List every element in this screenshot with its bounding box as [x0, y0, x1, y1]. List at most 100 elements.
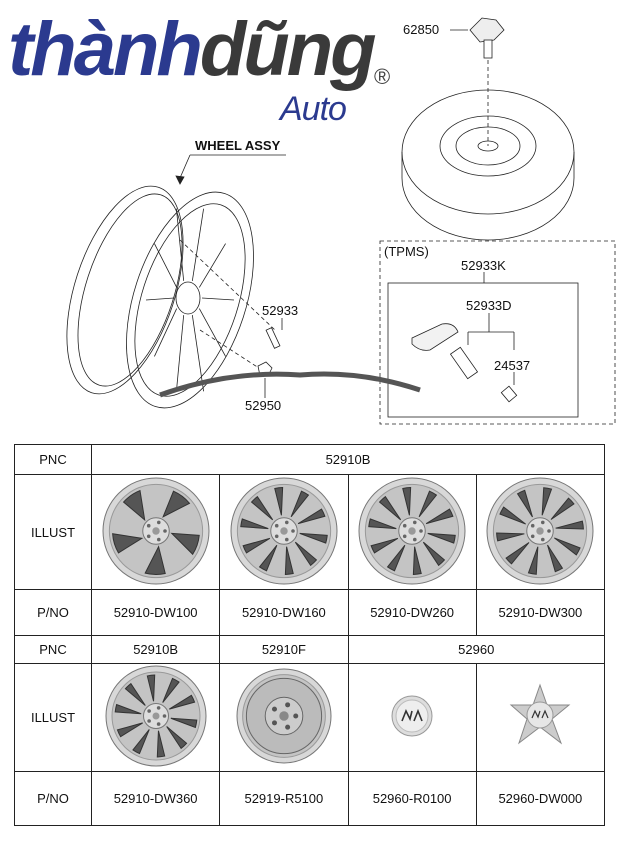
part-number: 52910-DW260: [347, 589, 477, 636]
wheel-window: [386, 544, 406, 571]
wheel-window: [290, 490, 310, 517]
wheel-window: [299, 532, 328, 544]
wheel-window: [258, 544, 278, 571]
illust-cell: [219, 663, 349, 772]
part-number: 52960-R0100: [347, 771, 477, 826]
wheel-assy-label: WHEEL ASSY: [195, 138, 281, 153]
wheel-window: [423, 541, 446, 566]
wheel-window: [170, 717, 197, 729]
watermark-registered: ®: [374, 64, 391, 89]
wheel-window: [505, 541, 530, 565]
kia-center-cap-icon: [391, 695, 433, 737]
illust-cell: [347, 663, 477, 772]
wheel-window: [250, 495, 273, 520]
callout-52933d: 52933D: [466, 298, 512, 313]
wheel-window: [542, 486, 553, 515]
wheel-window: [240, 517, 269, 529]
tpms-box: [379, 240, 616, 425]
callout-52933k: 52933K: [461, 258, 506, 273]
illust-cell: [90, 663, 221, 772]
wheel-window: [274, 486, 284, 515]
alloy-wheel-10-spoke-icon: [230, 477, 338, 584]
pnc-value: 52910F: [219, 635, 349, 664]
illust-cell: [475, 474, 606, 590]
wheel-window: [418, 490, 438, 517]
wheel-window: [170, 532, 200, 555]
callout-52950: 52950: [245, 398, 282, 413]
wheel-window: [144, 544, 166, 575]
wheel-window: [427, 532, 456, 544]
wheel-window: [111, 532, 143, 554]
parts-table: PNC 52910B ILLUST P/NO 52910-DW100 52910…: [14, 444, 606, 826]
wheel-window: [499, 505, 527, 525]
pnc-value: 52910B: [90, 635, 221, 664]
row-header-illust: ILLUST: [14, 663, 92, 772]
wheel-window: [297, 507, 326, 524]
wheel-window: [402, 486, 412, 515]
wheel-window: [425, 507, 454, 524]
wheel-window: [496, 531, 525, 541]
pnc-value: 52960: [347, 635, 605, 664]
watermark-brand-a: thành: [8, 7, 203, 92]
callout-24537: 24537: [494, 358, 531, 373]
wheel-window: [116, 722, 143, 738]
row-header-pnc: PNC: [14, 635, 92, 664]
watermark-brand-b: dũng: [199, 7, 377, 92]
wheel-window: [284, 546, 294, 575]
alloy-wheel-5-split-spoke-icon: [105, 665, 207, 767]
watermark-car-swoosh: [159, 371, 421, 398]
row-header-pno: P/NO: [14, 589, 92, 636]
wheel-window: [368, 517, 397, 529]
wheel-window: [547, 544, 564, 572]
wheel-window: [528, 546, 539, 575]
wheel-window: [168, 694, 195, 710]
watermark-logo: thànhdũng: [8, 12, 377, 88]
wheel-window: [242, 537, 271, 554]
part-number: 52910-DW100: [90, 589, 221, 636]
watermark-auto: Auto: [280, 90, 347, 128]
wheel-window: [370, 537, 399, 554]
wheel-window: [131, 729, 150, 755]
part-number: 52960-DW000: [475, 771, 606, 826]
illust-cell: [347, 474, 477, 590]
wheel-window: [550, 496, 576, 520]
row-header-pno: P/NO: [14, 771, 92, 826]
wheel-window: [412, 546, 422, 575]
alloy-wheel-5-twin-spoke-icon: [358, 477, 466, 584]
wheel-window: [554, 536, 582, 556]
wheel-window: [156, 730, 165, 758]
wheel-window: [161, 490, 190, 518]
illust-cell: [219, 474, 349, 590]
wheel-window: [517, 489, 534, 517]
wheel-window: [161, 677, 180, 703]
row-header-illust: ILLUST: [14, 474, 92, 590]
wheel-window: [165, 726, 187, 750]
alloy-wheel-5-spoke-icon: [102, 477, 210, 584]
tpms-group-label: (TPMS): [384, 244, 429, 259]
steel-spare-wheel-icon: [236, 668, 332, 764]
callout-52933: 52933: [262, 303, 299, 318]
wheel-window: [555, 520, 585, 530]
illust-cell: [475, 663, 606, 772]
exploded-diagram: [66, 17, 616, 425]
wheel-window: [122, 489, 146, 521]
wheel-assy-illustration: [66, 154, 286, 409]
part-number: 52910-DW160: [219, 589, 349, 636]
part-number: 52919-R5100: [219, 771, 349, 826]
spare-tire-illustration: [401, 60, 575, 241]
alloy-wheel-turbine-spoke-icon: [486, 477, 594, 584]
kia-star-hub-cap-icon: [510, 683, 571, 745]
part-number: 52910-DW360: [90, 771, 221, 826]
part-number: 52910-DW300: [475, 589, 606, 636]
wheel-window: [146, 674, 155, 702]
illust-cell: [90, 474, 221, 590]
wheel-window: [124, 682, 146, 706]
pnc-52910b: 52910B: [91, 444, 605, 475]
row-header-pnc: PNC: [14, 444, 92, 475]
wheel-window: [294, 541, 318, 566]
hub-cap-62850-illustration: [450, 17, 505, 59]
wheel-window: [378, 495, 402, 520]
wheel-window: [114, 703, 141, 715]
callout-62850: 62850: [403, 22, 440, 37]
